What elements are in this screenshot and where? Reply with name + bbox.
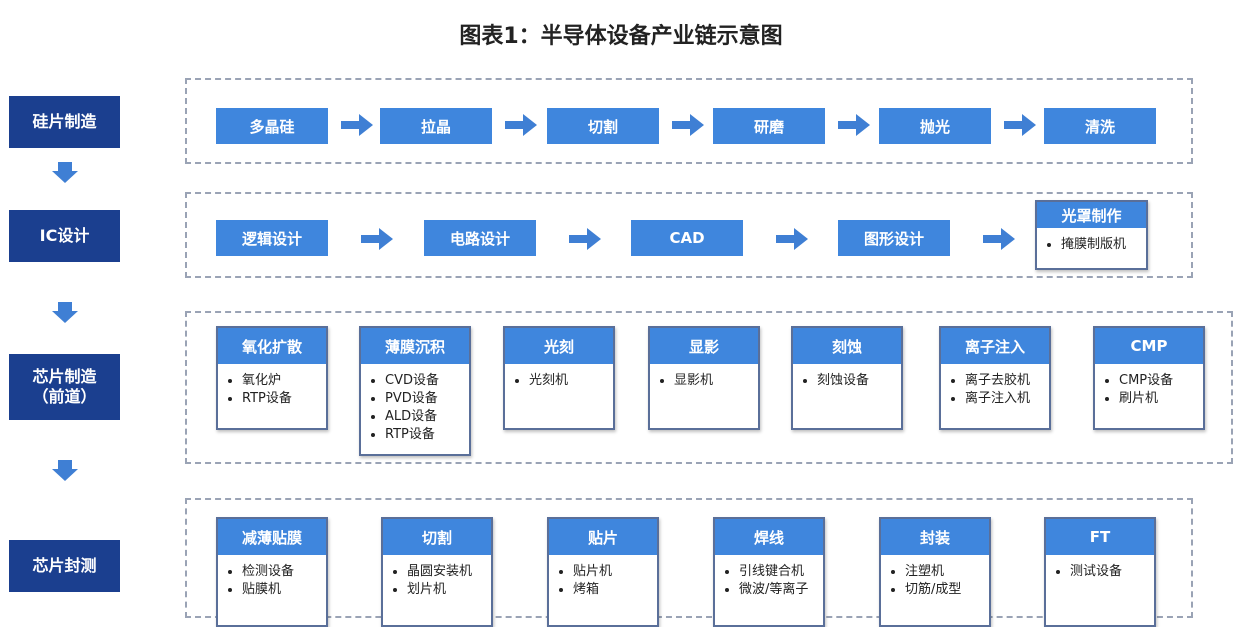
down-arrow-icon bbox=[52, 171, 78, 183]
card-item: 光刻机 bbox=[529, 372, 607, 390]
card-title: 显影 bbox=[650, 328, 758, 364]
card-item: 微波/等离子 bbox=[739, 581, 817, 599]
equipment-card: 贴片贴片机烤箱 bbox=[547, 517, 659, 627]
card-title: 刻蚀 bbox=[793, 328, 901, 364]
card-title: CMP bbox=[1095, 328, 1203, 364]
equipment-card: 离子注入离子去胶机离子注入机 bbox=[939, 326, 1051, 430]
design-step: 图形设计 bbox=[838, 220, 950, 256]
process-step: 切割 bbox=[547, 108, 659, 144]
card-item: 掩膜制版机 bbox=[1061, 236, 1140, 254]
equipment-card: 光刻光刻机 bbox=[503, 326, 615, 430]
mask-card: 光罩制作掩膜制版机 bbox=[1035, 200, 1148, 270]
group-ic-design bbox=[185, 192, 1193, 278]
equipment-card: 薄膜沉积 CVD设备PVD设备ALD设备RTP设备 bbox=[359, 326, 471, 456]
right-arrow-icon bbox=[838, 114, 870, 136]
stage-label: 芯片封测 bbox=[9, 540, 120, 592]
card-item: RTP设备 bbox=[385, 426, 463, 444]
card-title: 薄膜沉积 bbox=[361, 328, 469, 364]
stage-label: 硅片制造 bbox=[9, 96, 120, 148]
card-title: 切割 bbox=[383, 519, 491, 555]
process-step: 多晶硅 bbox=[216, 108, 328, 144]
card-title: 封装 bbox=[881, 519, 989, 555]
stage-label: IC设计 bbox=[9, 210, 120, 262]
equipment-card: 氧化扩散氧化炉RTP设备 bbox=[216, 326, 328, 430]
card-item: 晶圆安装机 bbox=[407, 563, 485, 581]
card-item: 贴片机 bbox=[573, 563, 651, 581]
card-item: 刻蚀设备 bbox=[817, 372, 895, 390]
card-item: 离子去胶机 bbox=[965, 372, 1043, 390]
card-item: ALD设备 bbox=[385, 408, 463, 426]
design-step: CAD bbox=[631, 220, 743, 256]
card-title: 焊线 bbox=[715, 519, 823, 555]
down-arrow-icon bbox=[52, 469, 78, 481]
card-title: 离子注入 bbox=[941, 328, 1049, 364]
card-title: 光刻 bbox=[505, 328, 613, 364]
group-packaging bbox=[185, 498, 1193, 618]
equipment-card: FT 测试设备 bbox=[1044, 517, 1156, 627]
card-item: 测试设备 bbox=[1070, 563, 1148, 581]
group-front-end bbox=[185, 311, 1233, 464]
right-arrow-icon bbox=[1004, 114, 1036, 136]
card-item: 显影机 bbox=[674, 372, 752, 390]
card-title: 氧化扩散 bbox=[218, 328, 326, 364]
process-step: 清洗 bbox=[1044, 108, 1156, 144]
card-title: 光罩制作 bbox=[1037, 202, 1146, 228]
down-arrow-stem bbox=[58, 162, 72, 171]
right-arrow-icon bbox=[341, 114, 373, 136]
design-step: 逻辑设计 bbox=[216, 220, 328, 256]
group-wafer bbox=[185, 78, 1193, 164]
card-item: 离子注入机 bbox=[965, 390, 1043, 408]
process-step: 研磨 bbox=[713, 108, 825, 144]
card-item: 注塑机 bbox=[905, 563, 983, 581]
card-item: RTP设备 bbox=[242, 390, 320, 408]
equipment-card: 显影显影机 bbox=[648, 326, 760, 430]
stage-label: 芯片制造 （前道） bbox=[9, 354, 120, 420]
card-item: 氧化炉 bbox=[242, 372, 320, 390]
equipment-card: 刻蚀刻蚀设备 bbox=[791, 326, 903, 430]
card-item: PVD设备 bbox=[385, 390, 463, 408]
equipment-card: CMP CMP设备刷片机 bbox=[1093, 326, 1205, 430]
card-item: 贴膜机 bbox=[242, 581, 320, 599]
card-item: 检测设备 bbox=[242, 563, 320, 581]
process-step: 拉晶 bbox=[380, 108, 492, 144]
down-arrow-stem bbox=[58, 302, 72, 311]
card-item: 划片机 bbox=[407, 581, 485, 599]
card-title: 贴片 bbox=[549, 519, 657, 555]
process-step: 抛光 bbox=[879, 108, 991, 144]
right-arrow-icon bbox=[361, 228, 393, 250]
design-step: 电路设计 bbox=[424, 220, 536, 256]
equipment-card: 切割晶圆安装机划片机 bbox=[381, 517, 493, 627]
down-arrow-icon bbox=[52, 311, 78, 323]
right-arrow-icon bbox=[672, 114, 704, 136]
card-item: 切筋/成型 bbox=[905, 581, 983, 599]
equipment-card: 封装注塑机切筋/成型 bbox=[879, 517, 991, 627]
right-arrow-icon bbox=[505, 114, 537, 136]
card-item: 引线键合机 bbox=[739, 563, 817, 581]
right-arrow-icon bbox=[776, 228, 808, 250]
card-item: CVD设备 bbox=[385, 372, 463, 390]
diagram-title: 图表1：半导体设备产业链示意图 bbox=[459, 24, 783, 49]
card-title: 减薄贴膜 bbox=[218, 519, 326, 555]
equipment-card: 焊线引线键合机微波/等离子 bbox=[713, 517, 825, 627]
right-arrow-icon bbox=[569, 228, 601, 250]
card-item: 刷片机 bbox=[1119, 390, 1197, 408]
equipment-card: 减薄贴膜检测设备贴膜机 bbox=[216, 517, 328, 627]
card-title: FT bbox=[1046, 519, 1154, 555]
card-item: CMP设备 bbox=[1119, 372, 1197, 390]
down-arrow-stem bbox=[58, 460, 72, 469]
card-item: 烤箱 bbox=[573, 581, 651, 599]
right-arrow-icon bbox=[983, 228, 1015, 250]
